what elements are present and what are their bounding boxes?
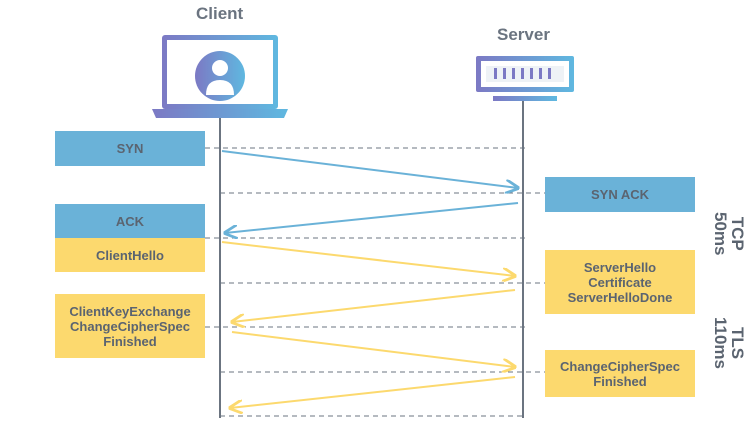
msg-clientkeyexchange: ClientKeyExchange ChangeCipherSpec Finis… [55, 294, 205, 358]
client-title: Client [196, 4, 244, 23]
arrow-changecipherspec [230, 376, 516, 408]
msg-ack: ACK [55, 204, 205, 238]
arrow-clientkeyexchange [231, 331, 515, 367]
arrow-syn-ack [225, 202, 519, 233]
arrow-serverhello [232, 289, 516, 322]
server-title: Server [497, 25, 550, 44]
msg-clienthello: ClientHello [55, 238, 205, 272]
laptop-icon [152, 35, 288, 118]
arrow-syn [221, 150, 518, 188]
msg-syn-ack: SYN ACK [545, 177, 695, 212]
phase-tcp-label: TCP 50ms [711, 212, 747, 256]
msg-syn: SYN [55, 131, 205, 166]
msg-serverhello: ServerHello Certificate ServerHelloDone [545, 250, 695, 314]
server-rack-icon [476, 56, 574, 101]
msg-changecipherspec: ChangeCipherSpec Finished [545, 350, 695, 397]
phase-tls-label: TLS 110ms [711, 317, 747, 369]
arrow-clienthello [221, 241, 515, 276]
dashed-guides [205, 147, 545, 417]
